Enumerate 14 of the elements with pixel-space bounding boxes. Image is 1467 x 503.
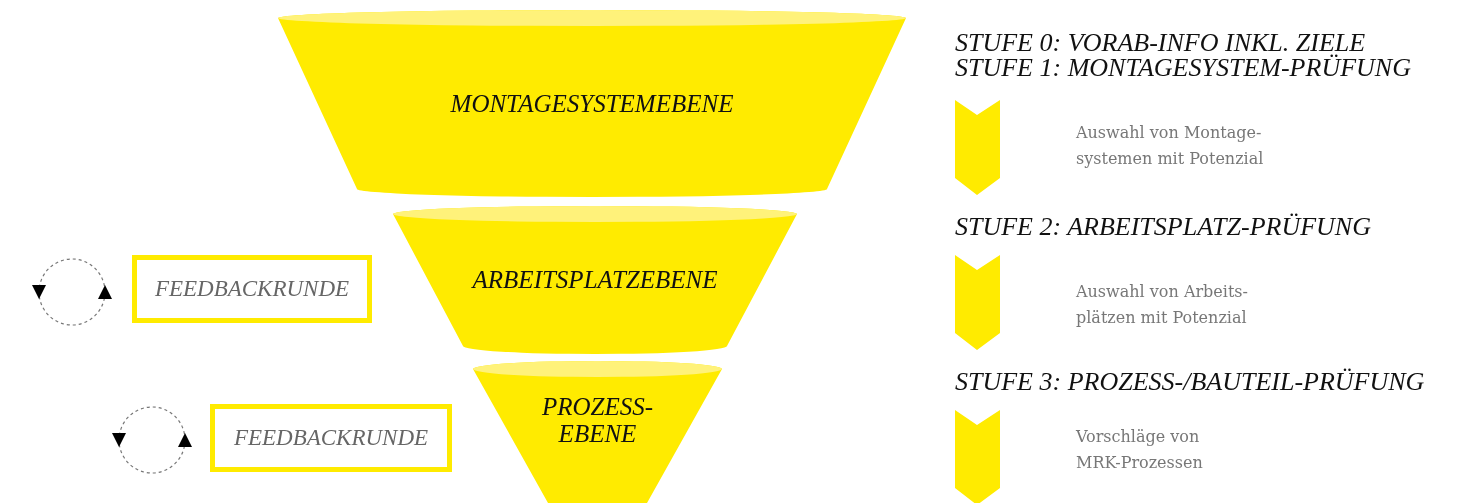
stage-description: Vorschläge von MRK-Prozessen (1076, 426, 1204, 474)
level-label: PROZESS- EBENE (540, 392, 655, 448)
level-label: FEEDBACKRUNDE (154, 276, 350, 302)
stage-heading: STUFE 0: VORAB-INFO INKL. ZIELE (955, 30, 1366, 55)
feedback-box (210, 404, 452, 472)
stage-heading: STUFE 2: ARBEITSPLATZ-PRÜFUNG (955, 214, 1371, 239)
feedback-box (132, 255, 372, 323)
stage-heading: STUFE 1: MONTAGESYSTEM-PRÜFUNG (955, 55, 1411, 80)
stage-description: Auswahl von Arbeits- plätzen mit Potenzial (1076, 281, 1249, 329)
stage-heading: STUFE 3: PROZESS-/BAUTEIL-PRÜFUNG (955, 369, 1425, 394)
level-label: ARBEITSPLATZEBENE (472, 266, 718, 294)
stage-description: Auswahl von Montage- systemen mit Potenzial (1076, 122, 1265, 170)
level-label: MONTAGESYSTEMEBENE (450, 89, 734, 118)
level-label: FEEDBACKRUNDE (233, 425, 429, 451)
